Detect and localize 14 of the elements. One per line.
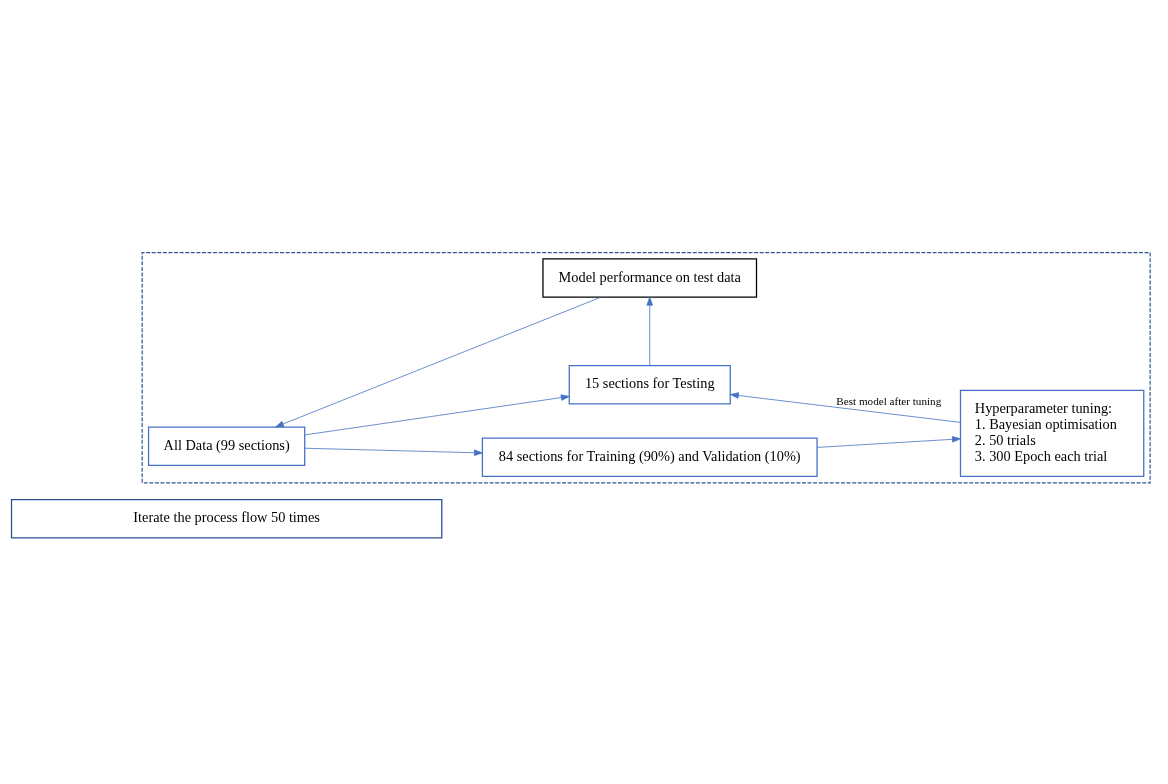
arrow <box>304 447 483 456</box>
arrow <box>304 394 570 436</box>
node-box: All Data (99 sections) <box>147 426 306 466</box>
arrow <box>646 296 653 367</box>
node-box: Model performance on test data <box>542 258 758 298</box>
node-box: 84 sections for Training (90%) and Validation (10%) <box>481 437 818 478</box>
edge-label: Best model after tuning <box>836 394 942 407</box>
node-box: Hyperparameter tuning: 1. Bayesian optimisation 2. 50 trials 3. 300 Epoch each trial <box>959 389 1145 478</box>
cluster <box>141 251 1151 484</box>
node-box: Iterate the process flow 50 times <box>10 498 443 539</box>
arrow <box>816 436 961 448</box>
arrow <box>275 296 602 428</box>
arrow <box>730 392 961 423</box>
node-box: 15 sections for Testing <box>568 365 731 405</box>
